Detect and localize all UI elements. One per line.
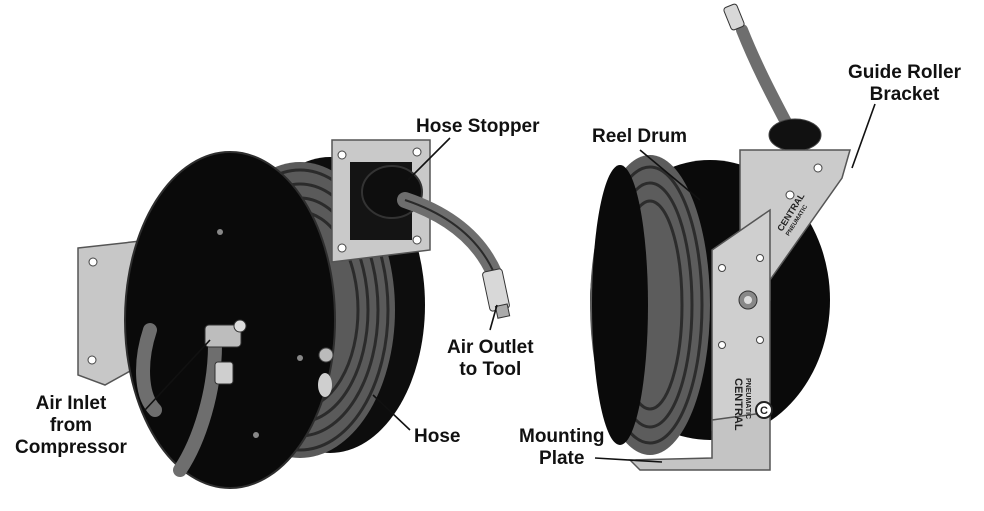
right-hose-reel: CENTRAL PNEUMATIC C CENTRAL PNEUMATIC xyxy=(590,3,851,471)
mounting-plate-line2: Plate xyxy=(539,448,585,469)
air-inlet-line1: Air Inlet xyxy=(35,393,107,414)
label-hose-stopper: Hose Stopper xyxy=(416,116,540,137)
air-outlet-line2: to Tool xyxy=(459,359,522,380)
guide-roller-knob xyxy=(768,118,822,152)
right-outlet-hose xyxy=(736,24,796,136)
leader-lines xyxy=(144,103,876,463)
left-front-flange xyxy=(125,152,335,488)
right-reel-drum xyxy=(590,155,710,455)
brand-logo-vertical: CENTRAL PNEUMATIC xyxy=(732,378,751,431)
left-hose-reel xyxy=(77,139,511,489)
leader-air-inlet xyxy=(144,339,211,411)
leader-hose-stopper xyxy=(407,137,451,181)
leader-reel-drum xyxy=(639,149,701,201)
brand-name-line1: CENTRAL xyxy=(732,378,744,431)
label-air-outlet: Air Outlet to Tool xyxy=(447,337,534,381)
label-mounting-plate: Mounting Plate xyxy=(519,426,604,470)
left-inlet-fitting xyxy=(204,324,242,348)
right-outlet-fitting xyxy=(723,3,745,31)
brand-name-line2: PNEUMATIC xyxy=(744,378,751,419)
leader-guide-roller xyxy=(851,103,876,169)
air-outlet-line1: Air Outlet xyxy=(447,337,534,358)
brand-logo-letter: C xyxy=(760,405,768,417)
mounting-plate-line1: Mounting xyxy=(519,426,605,447)
label-guide-roller-bracket: Guide Roller Bracket xyxy=(848,62,961,106)
brand-logo-badge: C xyxy=(755,401,773,419)
leader-hose xyxy=(372,394,411,431)
label-reel-drum: Reel Drum xyxy=(592,126,688,147)
left-inlet-hose xyxy=(136,323,222,477)
guide-roller-line2: Bracket xyxy=(869,84,940,105)
guide-roller-line1: Guide Roller xyxy=(848,62,961,83)
leader-mounting-plate xyxy=(594,457,663,463)
air-inlet-line2: from xyxy=(49,415,93,436)
label-hose: Hose xyxy=(414,426,461,447)
air-inlet-line3: Compressor xyxy=(15,437,127,458)
label-air-inlet: Air Inlet from Compressor xyxy=(15,393,127,459)
leader-air-outlet xyxy=(489,304,498,331)
